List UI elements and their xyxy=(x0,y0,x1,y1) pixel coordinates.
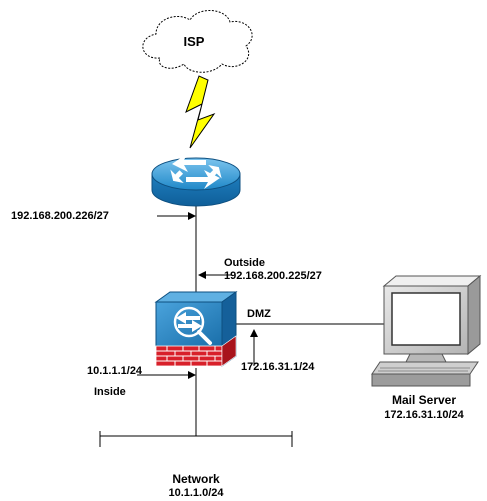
interface-arrows xyxy=(137,212,258,379)
dmz-zone-label: DMZ xyxy=(247,308,271,320)
isp-label: ISP xyxy=(184,34,205,49)
outside-zone-label: Outside xyxy=(224,257,265,269)
cloud-icon: ISP xyxy=(142,10,253,73)
brick-wall xyxy=(155,335,237,367)
firewall-outside-arrow xyxy=(198,271,232,279)
dmz-ip-label: 172.16.31.1/24 xyxy=(241,361,315,373)
mail-server-name-label: Mail Server xyxy=(392,393,456,407)
mail-server-ip-label: 172.16.31.10/24 xyxy=(384,409,464,421)
inside-ip-label: 10.1.1.1/24 xyxy=(87,365,143,377)
dmz-arrow xyxy=(250,329,258,366)
inside-zone-label: Inside xyxy=(94,386,126,398)
links xyxy=(99,206,384,447)
network-name-label: Network xyxy=(172,472,220,486)
router-icon xyxy=(151,153,241,207)
firewall-icon xyxy=(154,291,238,367)
firewall-outside-ip-label: 192.168.200.225/27 xyxy=(224,270,322,282)
network-subnet-label: 10.1.1.0/24 xyxy=(168,487,224,499)
labels: 192.168.200.226/27 Outside 192.168.200.2… xyxy=(11,210,465,499)
inside-arrow xyxy=(137,371,196,379)
lightning-icon xyxy=(185,75,216,149)
router-outside-ip-label: 192.168.200.226/27 xyxy=(11,210,109,222)
firewall-emblem xyxy=(173,306,212,345)
computer-icon xyxy=(371,274,482,387)
router-outside-arrow xyxy=(157,212,196,220)
